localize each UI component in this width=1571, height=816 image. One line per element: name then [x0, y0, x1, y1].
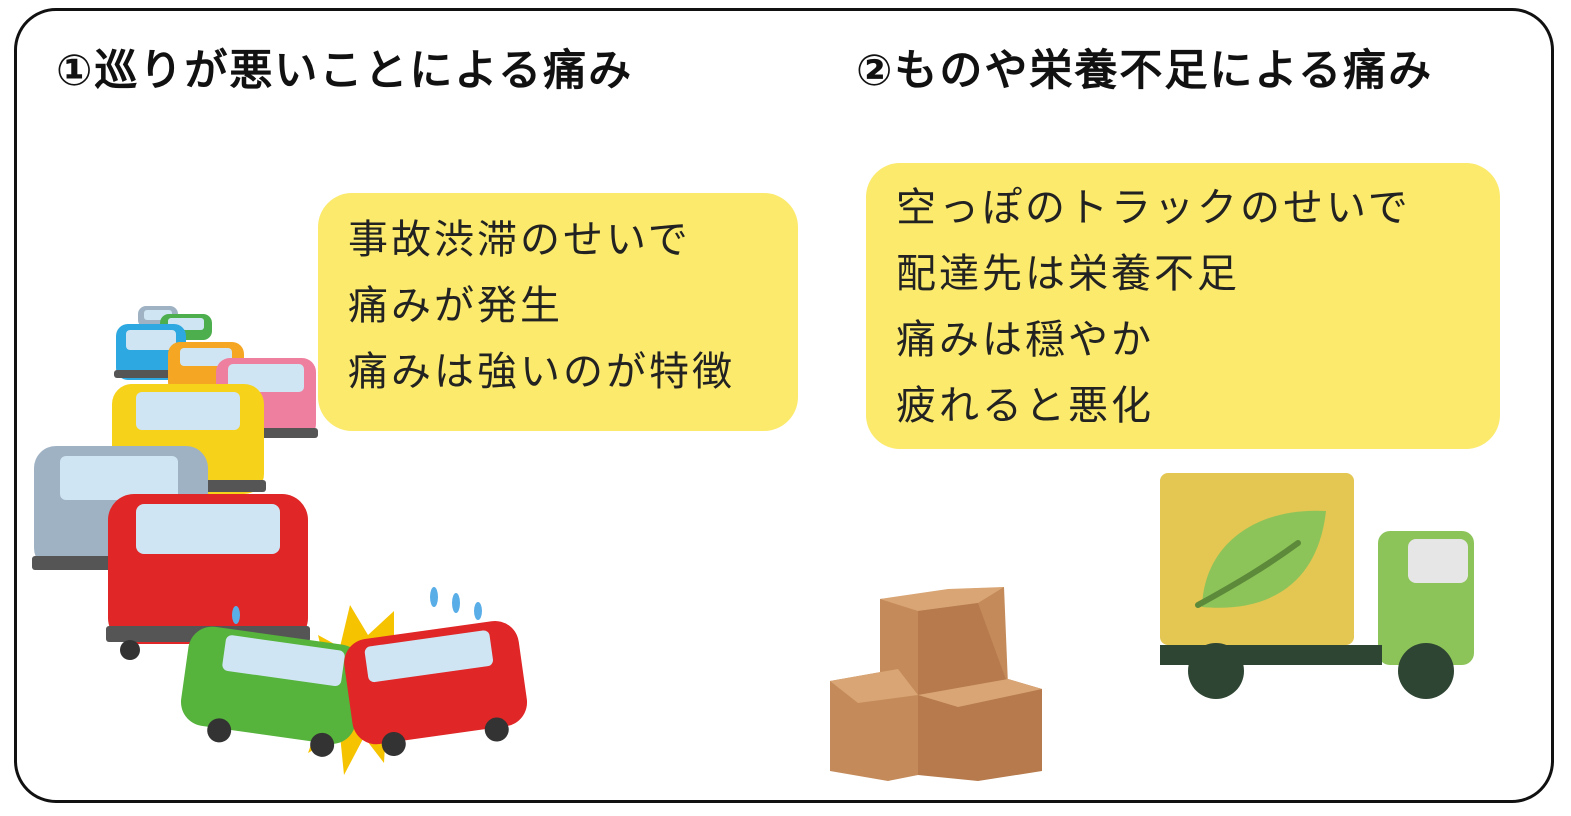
bottom-left-box — [830, 669, 918, 781]
red-car — [344, 620, 528, 757]
bubble-line: 痛みが発生 — [348, 283, 563, 329]
bubble-line: 痛みは強いのが特徴 — [348, 349, 735, 395]
leaf-icon — [1195, 510, 1326, 608]
panel2-heading: ②ものや栄養不足による痛み — [856, 46, 1434, 96]
bubble-line: 空っぽのトラックのせいで — [896, 185, 1411, 231]
delivery-truck-illustration — [1160, 473, 1474, 699]
cardboard-boxes-illustration — [830, 587, 1042, 781]
sweat-drops — [232, 587, 482, 624]
green-car — [180, 626, 363, 757]
bubble-line: 配達先は栄養不足 — [896, 251, 1240, 297]
truck-window — [1408, 539, 1468, 583]
top-box — [880, 587, 1008, 695]
truck-wheel-rear — [1188, 643, 1244, 699]
bubble-line: 疲れると悪化 — [896, 383, 1154, 429]
truck-wheel-front — [1398, 643, 1454, 699]
bubble-line: 事故渋滞のせいで — [348, 217, 691, 263]
panel1-speech-bubble: 事故渋滞のせいで 痛みが発生 痛みは強いのが特徴 — [318, 193, 798, 431]
bottom-right-box — [918, 679, 1042, 781]
bubble-line: 痛みは穏やか — [896, 317, 1154, 363]
panel1-heading: ①巡りが悪いことによる痛み — [56, 46, 634, 96]
car-crash-illustration — [180, 587, 528, 775]
panel2-speech-bubble: 空っぽのトラックのせいで 配達先は栄養不足 痛みは穏やか 疲れると悪化 — [866, 163, 1500, 449]
